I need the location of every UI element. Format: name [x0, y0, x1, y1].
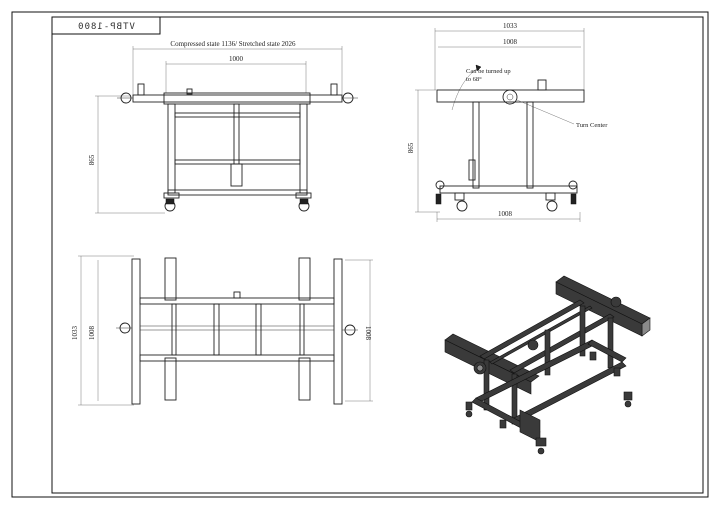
- side-view: 1033 1008 865 1008 Can be turned up to 6…: [407, 22, 608, 222]
- top-right-height: 1008: [364, 326, 372, 341]
- front-inner-width: 1000: [229, 55, 244, 63]
- side-height: 865: [407, 142, 415, 153]
- title-block-text: VTBP-1800: [77, 22, 135, 32]
- title-block: [51, 16, 161, 35]
- side-top-width: 1033: [503, 22, 518, 30]
- top-outer-height: 1033: [71, 326, 79, 341]
- side-bottom-width: 1008: [498, 210, 513, 218]
- front-span-label: Compressed state 1136/ Stretched state 2…: [170, 40, 296, 48]
- isometric-view: [444, 275, 651, 455]
- sheet-border: [11, 11, 709, 498]
- front-view: Compressed state 1136/ Stretched state 2…: [88, 40, 358, 214]
- turn-center-label: Turn Center: [576, 122, 608, 129]
- turn-note-line2: to 68°: [466, 76, 482, 83]
- turn-wheel-icon: [502, 89, 518, 105]
- sheet-inner-border: [51, 16, 704, 494]
- turn-note-line1: Can be turned up: [466, 68, 511, 75]
- front-height: 865: [88, 154, 96, 165]
- top-inner-height: 1008: [88, 326, 96, 341]
- side-inner-width: 1008: [503, 38, 518, 46]
- top-view: 1033 1008 1008: [71, 255, 373, 406]
